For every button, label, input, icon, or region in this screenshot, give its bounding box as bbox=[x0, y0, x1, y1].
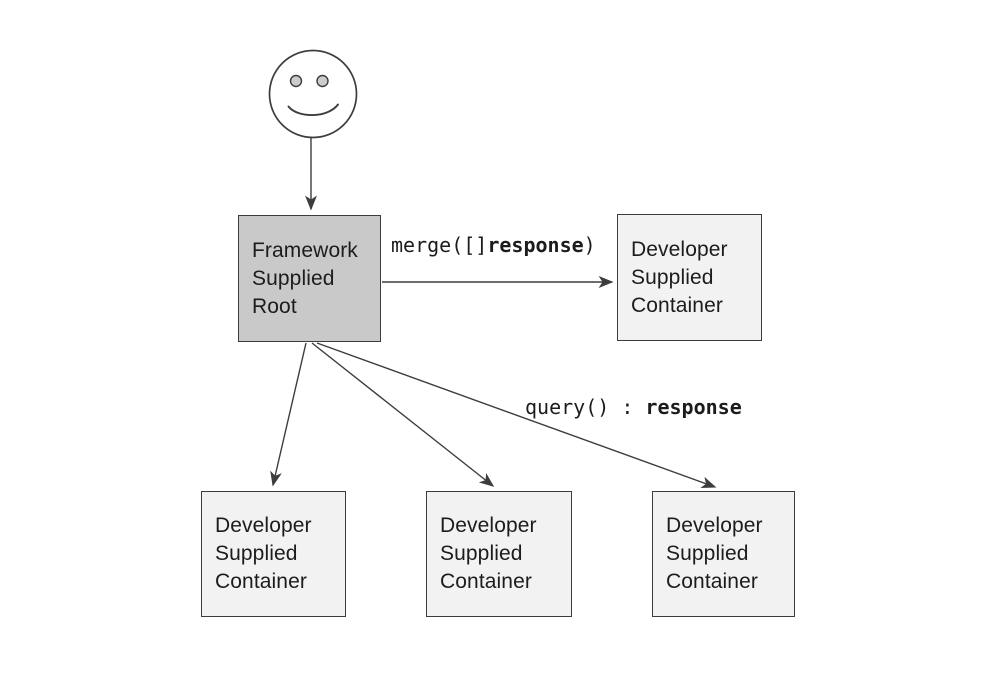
edge-label-query-prefix: query() : bbox=[525, 395, 646, 419]
edge-label-query: query() : response bbox=[525, 395, 742, 419]
node-label: Developer Supplied Container bbox=[440, 514, 537, 593]
node-developer-container-bottom-middle: Developer Supplied Container bbox=[426, 491, 572, 617]
smiley-face-icon bbox=[268, 49, 358, 139]
node-framework-supplied-root: Framework Supplied Root bbox=[238, 215, 381, 342]
node-label: Developer Supplied Container bbox=[631, 237, 728, 317]
edge-label-merge-prefix: merge([] bbox=[391, 233, 488, 257]
edge-query-middle bbox=[311, 342, 495, 487]
node-developer-container-bottom-right: Developer Supplied Container bbox=[652, 491, 795, 617]
edge-label-query-bold: response bbox=[645, 395, 742, 419]
edge-label-merge: merge([]response) bbox=[391, 233, 596, 257]
node-label: Framework Supplied Root bbox=[252, 238, 358, 318]
node-developer-container-top-right: Developer Supplied Container bbox=[617, 214, 762, 341]
edge-query-left bbox=[270, 342, 307, 487]
edge-label-merge-bold: response bbox=[487, 233, 584, 257]
node-developer-container-bottom-left: Developer Supplied Container bbox=[201, 491, 346, 617]
node-label: Developer Supplied Container bbox=[666, 514, 763, 593]
node-label: Developer Supplied Container bbox=[215, 514, 312, 593]
edge-label-merge-suffix: ) bbox=[583, 233, 596, 257]
